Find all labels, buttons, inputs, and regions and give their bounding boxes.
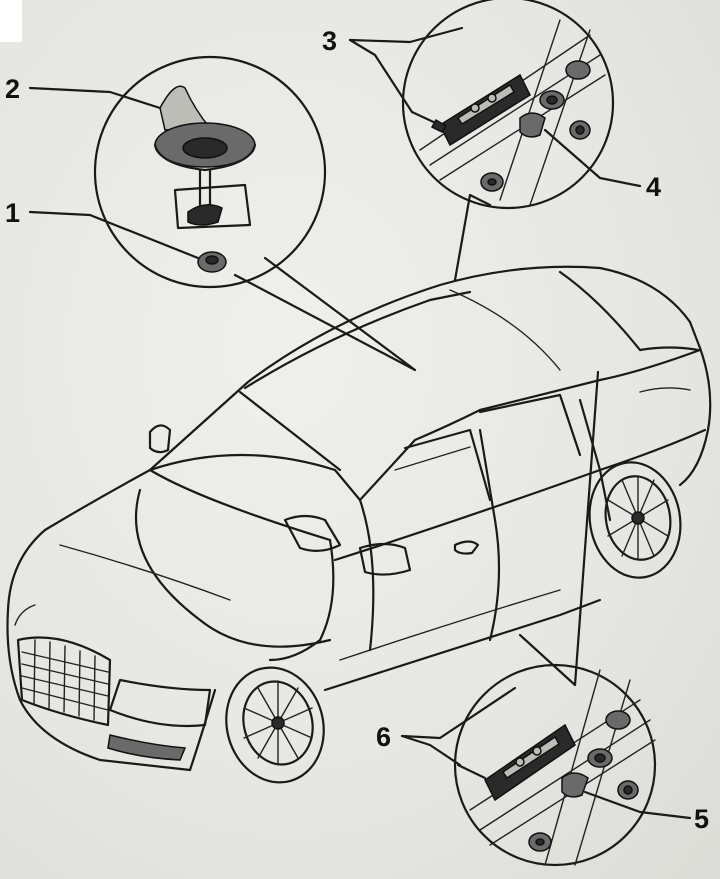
callout-1: 1: [5, 198, 20, 228]
callout-2: 2: [5, 74, 20, 104]
corner-mark: [0, 0, 22, 42]
front-grille: [16, 636, 112, 727]
inset-upper-bracket: [401, 0, 615, 210]
inset-leaders: [233, 193, 600, 687]
rear-wheel: [588, 461, 682, 579]
callout-4: 4: [646, 172, 661, 202]
front-wheel: [225, 666, 325, 784]
callout-5: 5: [694, 804, 709, 834]
inset-lower-bracket: [453, 663, 657, 867]
callout-labels: 1 2 3 4 5 6: [5, 26, 709, 834]
callout-3: 3: [322, 26, 337, 56]
car-body: [6, 265, 712, 772]
callout-leaders: [28, 26, 692, 820]
callout-6: 6: [376, 722, 391, 752]
inset-antenna: [93, 55, 327, 289]
